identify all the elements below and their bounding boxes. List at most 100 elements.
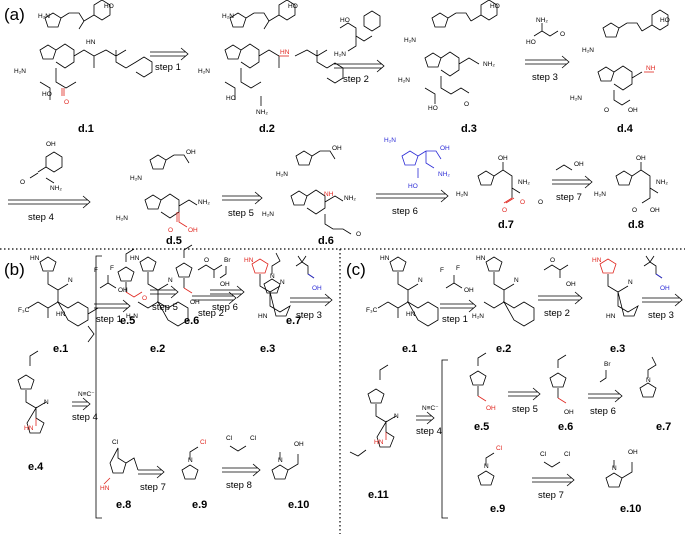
label-e7-b: e.7 <box>286 315 301 327</box>
label-e10-b: e.10 <box>288 499 309 511</box>
svg-text:step 2: step 2 <box>198 308 224 319</box>
svg-text:OH: OH <box>294 441 304 448</box>
svg-text:O: O <box>560 31 565 38</box>
molecule-e9-c: Cl N <box>477 445 503 486</box>
arrow-c-step4: N≡C⁻ step 4 <box>416 405 442 437</box>
svg-text:OH: OH <box>628 107 638 114</box>
label-e8-b: e.8 <box>116 499 131 511</box>
svg-text:HN: HN <box>30 255 40 262</box>
molecule-e6-b: OH <box>175 244 200 306</box>
svg-text:H₂N: H₂N <box>116 215 128 222</box>
svg-text:step 5: step 5 <box>152 302 178 313</box>
svg-text:OH: OH <box>220 281 230 288</box>
svg-text:OH: OH <box>332 145 342 152</box>
svg-text:N≡C⁻: N≡C⁻ <box>78 391 95 398</box>
label-e9-c: e.9 <box>490 503 505 515</box>
svg-text:HN: HN <box>374 439 384 446</box>
label-e4-b: e.4 <box>28 461 44 473</box>
svg-text:H₂N: H₂N <box>570 95 582 102</box>
label-e5-b: e.5 <box>120 315 135 327</box>
svg-text:step 2: step 2 <box>544 308 570 319</box>
svg-text:O: O <box>550 257 555 264</box>
label-e9-b: e.9 <box>192 499 207 511</box>
arrow-a-step1: step 1 <box>150 47 189 73</box>
svg-text:H₂N: H₂N <box>262 211 274 218</box>
molecule-d6: H₂N H₂N OH NH₂ NH O <box>262 145 361 238</box>
svg-text:step 5: step 5 <box>228 208 254 219</box>
svg-text:step 6: step 6 <box>590 406 616 417</box>
molecule-d3: H₂N H₂N HO NH₂ HO O <box>398 0 500 112</box>
label-e6-b: e.6 <box>184 315 199 327</box>
svg-text:O: O <box>168 227 173 234</box>
svg-text:OH: OH <box>564 409 574 416</box>
molecule-e9-b: Cl N <box>181 439 207 480</box>
svg-text:H₂N: H₂N <box>404 37 416 44</box>
label-e6-c: e.6 <box>558 421 573 433</box>
svg-text:NH₂: NH₂ <box>656 179 668 186</box>
svg-text:HN: HN <box>100 485 110 492</box>
svg-text:HO: HO <box>42 91 52 98</box>
svg-text:N: N <box>394 413 399 420</box>
svg-text:O: O <box>520 199 525 206</box>
svg-text:HN: HN <box>258 313 268 320</box>
svg-text:N: N <box>44 399 49 406</box>
svg-text:OH: OH <box>566 281 576 288</box>
arrow-b-step4: N≡C⁻ step 4 <box>72 391 98 423</box>
svg-text:H₂N: H₂N <box>14 68 26 75</box>
svg-text:NH₂: NH₂ <box>483 61 495 68</box>
label-e2-b: e.2 <box>150 343 165 355</box>
svg-text:step 2: step 2 <box>343 74 369 85</box>
svg-text:HO: HO <box>660 17 670 24</box>
svg-text:Cl: Cl <box>226 435 233 442</box>
arrow-b-step7: step 7 <box>138 465 166 493</box>
molecule-e2-c: HN N H₂N <box>472 255 535 327</box>
svg-text:NH₂: NH₂ <box>438 171 450 178</box>
label-e5-c: e.5 <box>474 421 489 433</box>
svg-text:N≡C⁻: N≡C⁻ <box>422 405 439 412</box>
svg-text:OH: OH <box>46 141 56 148</box>
svg-text:Cl: Cl <box>250 435 257 442</box>
svg-text:Cl: Cl <box>496 445 503 452</box>
svg-text:OH: OH <box>636 155 646 162</box>
arrow-a-step5: step 5 <box>222 191 263 219</box>
arrow-c-step7: Cl Cl step 7 <box>532 451 575 501</box>
svg-text:step 5: step 5 <box>512 404 538 415</box>
svg-text:Cl: Cl <box>564 451 571 458</box>
label-d4: d.4 <box>617 123 634 135</box>
svg-text:N: N <box>280 279 285 286</box>
molecule-d7: H₂N OH NH₂ O O O <box>456 155 543 214</box>
molecule-d2: H₂N H₂N HO HO HN NH₂ <box>198 0 344 116</box>
svg-text:H₂N: H₂N <box>130 175 142 182</box>
svg-text:OH: OH <box>464 287 474 294</box>
arrow-a-step3: NH₂ HO O step 3 <box>525 17 570 83</box>
svg-text:H₂N: H₂N <box>582 47 594 54</box>
bracket-c <box>441 359 448 519</box>
label-e7-c: e.7 <box>656 421 671 433</box>
svg-text:HN: HN <box>56 311 66 318</box>
label-e3-b: e.3 <box>260 343 275 355</box>
svg-text:F: F <box>110 265 114 272</box>
svg-text:HO: HO <box>428 105 438 112</box>
arrow-b-step5: step 5 <box>150 285 179 313</box>
label-e1-c: e.1 <box>402 343 417 355</box>
svg-text:step 7: step 7 <box>538 490 564 501</box>
svg-text:Cl: Cl <box>540 451 547 458</box>
label-d5: d.5 <box>166 235 182 247</box>
svg-text:O: O <box>538 199 543 206</box>
arrow-c-step1: F F OH step 1 <box>440 265 477 325</box>
molecule-d5: H₂N H₂N OH NH₂ O OH <box>116 149 210 234</box>
molecule-d4: H₂N H₂N HO NH O OH <box>570 9 670 114</box>
svg-text:N: N <box>270 273 275 280</box>
svg-text:O: O <box>64 99 69 106</box>
arrow-c-step2: O OH step 2 <box>538 257 583 319</box>
svg-text:OH: OH <box>188 227 198 234</box>
molecule-e3-c: HN N HN <box>592 257 639 320</box>
arrow-b-step2: O OH step 2 <box>192 257 237 319</box>
svg-text:HN: HN <box>244 257 254 264</box>
svg-text:HN: HN <box>476 255 486 262</box>
svg-text:step 4: step 4 <box>28 212 54 223</box>
svg-text:N: N <box>484 463 489 470</box>
panel-label-c: (c) <box>346 260 366 279</box>
svg-text:H₂N: H₂N <box>222 13 234 20</box>
svg-text:OH: OH <box>312 285 322 292</box>
